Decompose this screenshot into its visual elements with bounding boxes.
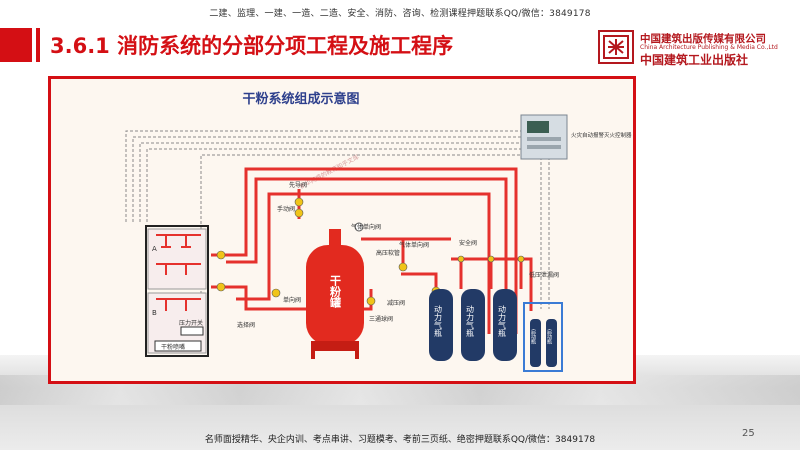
start-bottle-1-label: 启动瓶	[530, 328, 536, 345]
slide-title: 3.6.1 消防系统的分部分项工程及施工程序	[50, 34, 454, 58]
gas-valve-label: 气体单向阀	[351, 223, 381, 231]
start-bottles: 启动瓶 启动瓶	[523, 302, 563, 372]
publisher-logo-icon	[598, 30, 634, 64]
page-number: 25	[742, 428, 755, 439]
valves	[216, 197, 525, 306]
power-bottle-3-label: 动力气瓶	[498, 304, 507, 338]
pressure-switch-label: 压力开关	[179, 319, 203, 327]
top-banner: 二建、监理、一建、一造、二造、安全、消防、咨询、检测课程押题联系QQ/微信：38…	[209, 9, 591, 19]
reducing-valve-label: 减压阀	[387, 299, 405, 307]
check-valve-label: 单向阀	[283, 296, 301, 304]
power-bottle-1-label: 动力气瓶	[434, 304, 443, 338]
controller-label: 火灾自动报警灭火控制器	[571, 131, 632, 139]
diagram-title: 干粉系统组成示意图	[242, 91, 359, 107]
diagram-watermark: 新华网盛的教育知乎文库	[298, 153, 360, 191]
manual-valve-label: 手动阀	[277, 205, 295, 213]
nozzle-label: 干粉喷嘴	[161, 343, 185, 351]
tank-label: 干粉罐	[329, 275, 343, 309]
three-way-valve-label: 三通球阀	[369, 315, 393, 323]
relief-valve-label: 先导阀	[289, 181, 307, 189]
power-gas-bottles: 动力气瓶 动力气瓶 动力气瓶	[429, 289, 517, 361]
selector-valve-label: 选择阀	[237, 321, 255, 329]
title-accent-bar	[0, 28, 32, 62]
high-pressure-hose-label: 高压软管	[376, 249, 400, 257]
low-pressure-valve-label: 低压泄漏阀	[529, 271, 559, 279]
dry-powder-tank: 干粉罐	[306, 222, 364, 359]
protected-zone-cabinet: A B 压力开关 干粉喷嘴	[145, 225, 209, 357]
zone-a-label: A	[152, 245, 157, 253]
publisher-name-cn: 中国建筑出版传媒有限公司	[640, 33, 766, 45]
publisher-brand: 中国建筑工业出版社	[640, 53, 749, 67]
power-bottle-2-label: 动力气瓶	[466, 304, 475, 338]
start-bottle-2-label: 启动瓶	[546, 328, 552, 345]
fire-alarm-controller: 火灾自动报警灭火控制器	[520, 114, 632, 160]
publisher-name-en: China Architecture Publishing & Media Co…	[640, 44, 778, 51]
bottom-banner: 名师面授精华、央企内训、考点串讲、习题模考、考前三页纸、绝密押题联系QQ/微信：…	[204, 435, 596, 445]
pipe-network	[211, 167, 533, 334]
gas-check-valve-label: 气体单向阀	[399, 241, 429, 249]
zone-b-label: B	[152, 309, 157, 317]
safety-valve-label: 安全阀	[459, 239, 477, 247]
dry-powder-system-diagram: 干粉系统组成示意图 新华网盛的教育知乎文库	[125, 91, 632, 372]
diagram-frame: 干粉系统组成示意图 新华网盛的教育知乎文库	[48, 76, 636, 384]
title-accent-stripe	[36, 28, 40, 62]
